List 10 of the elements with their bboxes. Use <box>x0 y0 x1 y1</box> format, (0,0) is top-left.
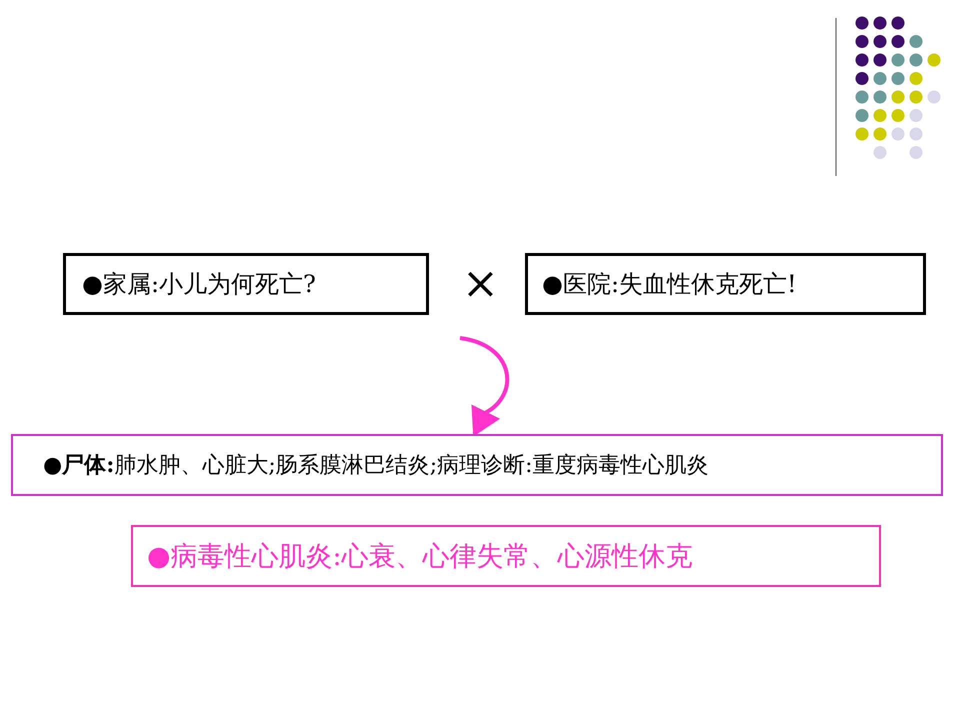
text-box <box>131 525 881 587</box>
text-box <box>11 434 943 496</box>
statement-text: ●病毒性心肌炎:心衰、心律失常、心源性休克 <box>147 540 693 574</box>
text-box <box>525 253 926 315</box>
cross-sign: × <box>462 262 499 306</box>
text-box <box>63 253 429 315</box>
statement-text: ●尸体:肺水肿、心脏大;肠系膜淋巴结炎;病理诊断:重度病毒性心肌炎 <box>43 451 709 480</box>
statement-text: ●家属:小儿为何死亡? <box>82 269 316 300</box>
statement-text: ●医院:失血性休克死亡! <box>542 269 797 300</box>
curved-arrow <box>460 336 510 437</box>
